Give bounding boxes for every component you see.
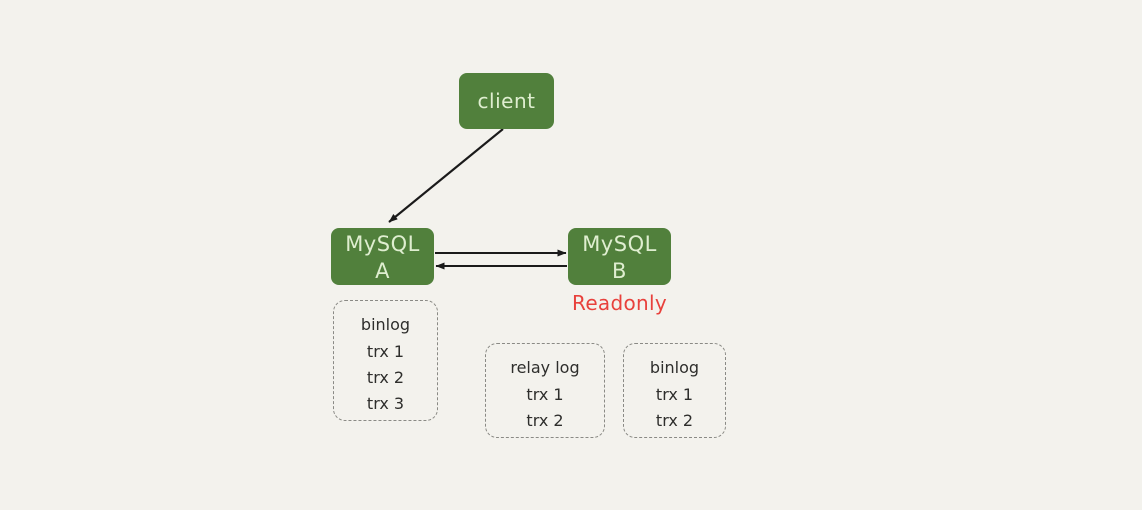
node-mysql-a[interactable]: MySQL A: [331, 228, 434, 285]
log-box-title: relay log: [510, 358, 580, 377]
node-client[interactable]: client: [459, 73, 554, 129]
log-box-binlog-a: binlog trx 1 trx 2 trx 3: [333, 300, 438, 421]
log-entry: trx 2: [366, 367, 405, 387]
log-box-title: binlog: [649, 358, 700, 377]
log-entry: trx 3: [366, 393, 405, 413]
node-mysql-a-label-line2: A: [375, 258, 390, 283]
log-box-title: binlog: [360, 315, 411, 334]
log-entry: trx 1: [366, 341, 405, 361]
log-box-binlog-b: binlog trx 1 trx 2: [623, 343, 726, 438]
log-entry: trx 1: [655, 384, 694, 404]
node-client-label: client: [477, 88, 536, 113]
edge-client-to-mysql-a: [388, 128, 504, 223]
node-mysql-b-label-line2: B: [612, 258, 627, 283]
log-entry: trx 2: [655, 410, 694, 430]
node-mysql-b[interactable]: MySQL B: [568, 228, 671, 285]
log-box-relay-log-b: relay log trx 1 trx 2: [485, 343, 605, 438]
log-entry: trx 1: [526, 384, 564, 404]
node-mysql-a-label-line1: MySQL: [345, 232, 420, 257]
readonly-annotation: Readonly: [572, 291, 667, 315]
node-mysql-b-label-line1: MySQL: [582, 232, 657, 257]
log-entry: trx 2: [526, 410, 564, 430]
